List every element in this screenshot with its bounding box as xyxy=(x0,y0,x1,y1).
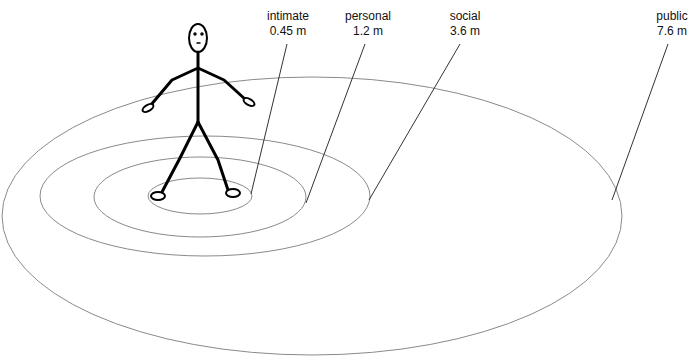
zone-distance: 0.45 m xyxy=(270,24,307,38)
stick-figure xyxy=(141,24,255,200)
leader-line xyxy=(612,44,668,200)
leader-line xyxy=(306,44,365,203)
zone-distance: 1.2 m xyxy=(353,24,383,38)
social-zone-ellipse xyxy=(40,136,370,256)
zone-distance: 3.6 m xyxy=(450,24,480,38)
personal-zone-ellipse xyxy=(94,157,306,237)
zone-name: personal xyxy=(345,9,391,23)
zone-distance: 7.6 m xyxy=(657,24,687,38)
leader-line xyxy=(251,44,287,194)
zone-name: social xyxy=(450,9,481,23)
leader-line xyxy=(369,44,460,200)
zone-name: intimate xyxy=(267,9,309,23)
zone-name: public xyxy=(656,9,687,23)
public-zone-ellipse xyxy=(2,77,622,355)
intimate-zone-ellipse xyxy=(148,178,252,214)
